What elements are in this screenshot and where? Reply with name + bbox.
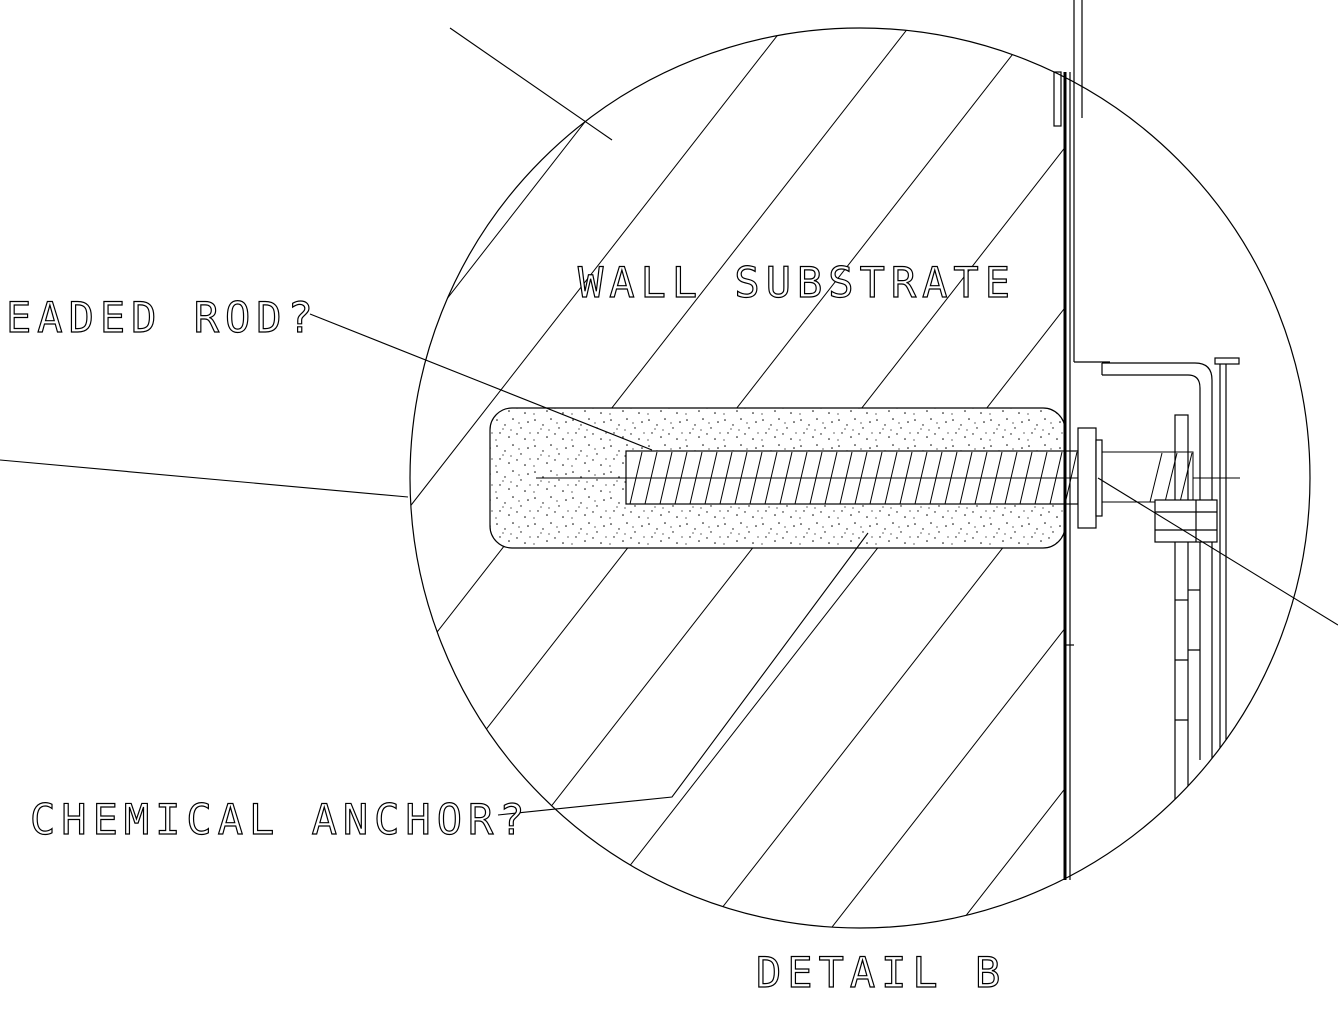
wall-substrate-label: WALL SUBSTRATE [578, 258, 1016, 307]
threaded-rod [536, 450, 1240, 505]
detail-boundary-circle [409, 27, 1311, 929]
wall-face-panel [1053, 0, 1110, 880]
bracket-bolt [1154, 499, 1218, 543]
leader-lines [0, 27, 1338, 816]
rod-protrusion [1097, 451, 1194, 503]
threaded-rod-label: EADED ROD? [6, 293, 319, 342]
detail-title: DETAIL B [756, 948, 1006, 997]
chemical-anchor-label: CHEMICAL ANCHOR? [30, 795, 531, 844]
support-bracket [1101, 357, 1240, 801]
